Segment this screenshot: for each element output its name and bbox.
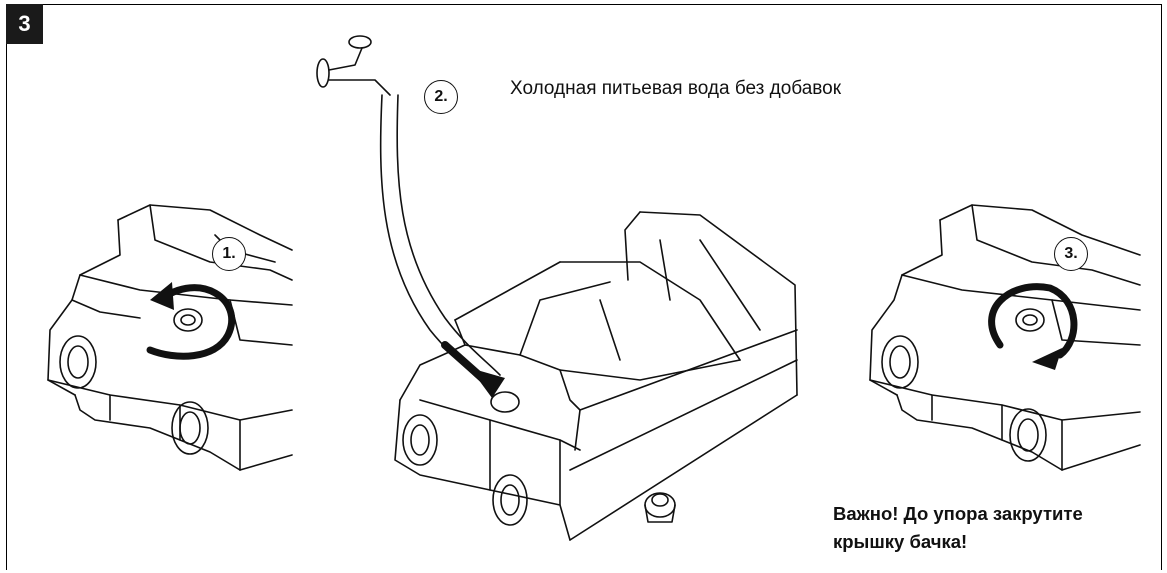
step-3-marker: 3. bbox=[1054, 237, 1088, 271]
water-caption: Холодная питьевая вода без добавок bbox=[510, 78, 842, 99]
step-badge: 3 bbox=[6, 4, 43, 44]
warning-line-1: Важно! До упора закрутите bbox=[833, 503, 1083, 524]
figure-frame bbox=[6, 4, 1162, 570]
warning-line-2: крышку бачка! bbox=[833, 531, 968, 552]
left-tank-illustration bbox=[47, 204, 293, 471]
step-2-marker: 2. bbox=[424, 80, 458, 114]
warning-note: Важно! До упора закрутите крышку бачка! bbox=[833, 500, 1083, 556]
right-tank-illustration bbox=[869, 204, 1141, 471]
center-tank-illustration bbox=[394, 211, 798, 541]
step-1-marker: 1. bbox=[212, 237, 246, 271]
faucet-and-hose-illustration bbox=[316, 35, 501, 391]
